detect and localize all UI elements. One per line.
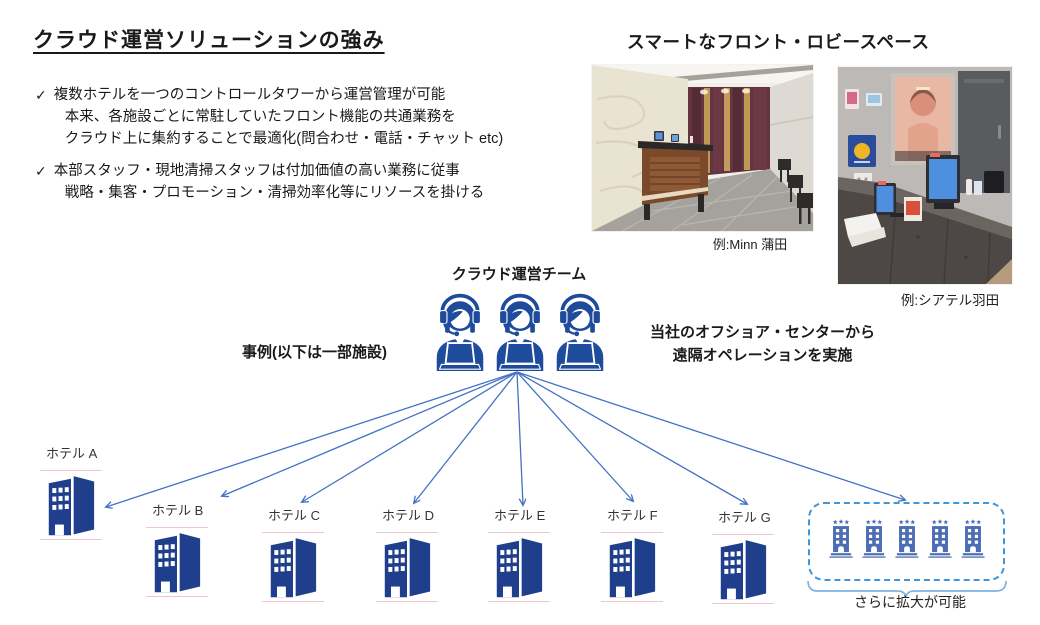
hotel-g-label: ホテル G	[718, 510, 771, 525]
small-hotel-icon	[927, 515, 953, 561]
photo-caption-theatel-haneda: 例:シアテル羽田	[900, 293, 1000, 308]
wall-poster	[891, 73, 955, 165]
photo-theatel-haneda	[838, 67, 1012, 284]
benefits-list: ✓ 複数ホテルを一つのコントロールタワーから運営管理が可能 本来、各施設ごとに常…	[35, 84, 503, 214]
building-icon	[492, 535, 546, 599]
expansion-label: さらに拡大が可能	[854, 594, 966, 610]
cloud-team-label: クラウド運営チーム	[451, 266, 587, 283]
hotel-b: ホテル B	[146, 500, 216, 597]
hotel-c: ホテル C	[262, 505, 332, 602]
arrow-to-expansion-box	[516, 371, 905, 500]
check-icon: ✓	[35, 87, 47, 103]
lobby-stools	[778, 159, 813, 224]
reception-desk	[638, 131, 713, 220]
benefit-line: 本来、各施設ごとに常駐していたフロント機能の共通業務を	[64, 109, 456, 125]
benefit-item: ✓ 複数ホテルを一つのコントロールタワーから運営管理が可能 本来、各施設ごとに常…	[35, 84, 503, 150]
hotel-f-label: ホテル F	[607, 508, 658, 523]
operator-icon	[432, 291, 488, 371]
hotel-d-label: ホテル D	[382, 508, 435, 523]
hotel-e-label: ホテル E	[494, 508, 546, 523]
arrow-to-hotel-d	[414, 371, 518, 503]
hotel-d: ホテル D	[376, 505, 446, 602]
offshore-note: 当社のオフショア・センターから 遠隔オペレーションを実施	[640, 321, 885, 367]
arrow-to-hotel-a	[106, 371, 518, 507]
arrow-to-hotel-f	[516, 371, 633, 501]
building-icon	[266, 535, 320, 599]
benefit-line: クラウド上に集約することで最適化(問合わせ・電話・チャット etc)	[64, 131, 504, 147]
offshore-note-line1: 当社のオフショア・センターから	[649, 324, 875, 341]
building-icon	[605, 535, 659, 599]
photo-caption-minn-kamata: 例:Minn 蒲田	[712, 237, 788, 252]
arrow-to-hotel-g	[516, 371, 747, 504]
cloud-team-icons	[432, 291, 608, 371]
page-title: クラウド運営ソリューションの強み	[33, 29, 385, 52]
case-label: 事例(以下は一部施設)	[242, 344, 387, 361]
operator-icon	[492, 291, 548, 371]
benefit-item: ✓ 本部スタッフ・現地清掃スタッフは付加価値の高い業務に従事 戦略・集客・プロモ…	[35, 160, 503, 204]
hotel-a-label: ホテル A	[46, 446, 98, 461]
small-hotel-icon	[861, 515, 887, 561]
building-icon	[150, 530, 204, 594]
hotel-a: ホテル A	[40, 443, 110, 540]
small-hotel-icon	[894, 515, 920, 561]
hotel-b-label: ホテル B	[152, 503, 204, 518]
brace-under-expansion	[807, 580, 1007, 598]
offshore-note-line2: 遠隔オペレーションを実施	[672, 347, 853, 364]
photo-minn-kamata	[592, 65, 813, 231]
building-icon	[44, 473, 98, 537]
arrow-to-hotel-c	[302, 371, 518, 502]
benefit-line: 本部スタッフ・現地清掃スタッフは付加価値の高い業務に従事	[53, 163, 460, 179]
small-hotel-icon	[960, 515, 986, 561]
expansion-box	[808, 502, 1005, 581]
hotel-c-label: ホテル C	[268, 508, 321, 523]
small-hotel-icon	[828, 515, 854, 561]
check-icon: ✓	[35, 163, 47, 179]
hotel-e: ホテル E	[488, 505, 558, 602]
desk-items	[844, 171, 1004, 247]
building-icon	[380, 535, 434, 599]
hotel-f: ホテル F	[601, 505, 671, 602]
arrow-to-hotel-e	[516, 371, 523, 505]
building-icon	[716, 537, 770, 601]
benefit-line: 戦略・集客・プロモーション・清掃効率化等にリソースを掛ける	[64, 185, 485, 201]
hotel-g: ホテル G	[712, 507, 782, 604]
operator-icon	[552, 291, 608, 371]
benefit-line: 複数ホテルを一つのコントロールタワーから運営管理が可能	[53, 87, 446, 103]
desk-tablets	[874, 153, 960, 217]
arrow-to-hotel-b	[222, 371, 518, 496]
front-space-heading: スマートなフロント・ロビースペース	[627, 32, 930, 52]
